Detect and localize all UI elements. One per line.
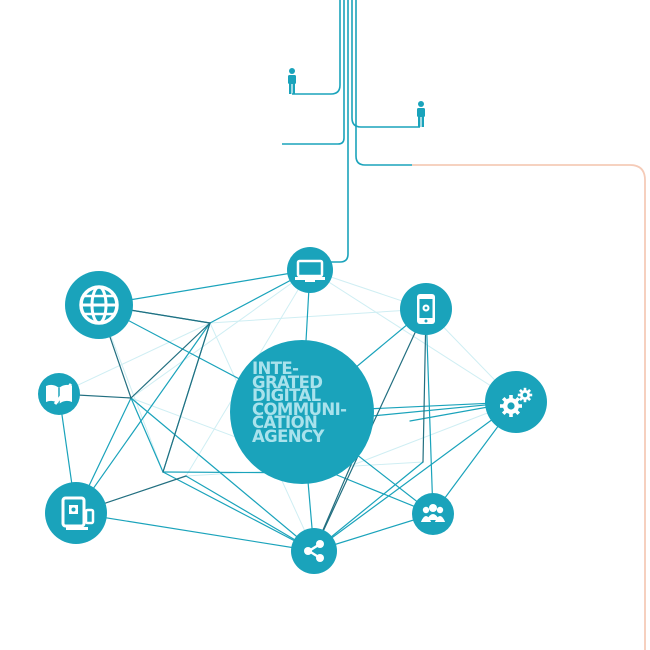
node-globe bbox=[65, 271, 133, 339]
connection-line bbox=[130, 269, 311, 399]
open-book-icon bbox=[46, 383, 73, 405]
center-label-line: AGENCY bbox=[252, 426, 324, 446]
globe-icon bbox=[79, 285, 119, 325]
people-figures bbox=[288, 68, 425, 127]
node-desktop bbox=[287, 247, 333, 293]
person-icon bbox=[417, 101, 425, 127]
network-nodes bbox=[38, 247, 547, 574]
mobile-settings-icon bbox=[417, 294, 435, 324]
connection-line bbox=[313, 461, 424, 552]
node-tablet bbox=[45, 482, 107, 544]
connection-line bbox=[313, 401, 517, 552]
node-book bbox=[38, 373, 80, 415]
desktop-computer-icon bbox=[295, 259, 325, 282]
connection-line bbox=[162, 471, 315, 552]
incoming-wire bbox=[330, 0, 349, 263]
incoming-wires bbox=[282, 0, 646, 650]
node-gears bbox=[485, 371, 547, 433]
person-icon bbox=[288, 68, 296, 94]
connection-line bbox=[58, 322, 211, 395]
connection-line bbox=[130, 397, 315, 552]
connection-line bbox=[425, 308, 434, 515]
connection-line bbox=[209, 308, 427, 324]
center-label-line: GRATED bbox=[252, 372, 323, 392]
node-share bbox=[291, 528, 337, 574]
node-people bbox=[412, 493, 454, 535]
incoming-wire bbox=[282, 0, 345, 145]
center-label: INTE- GRATED DIGITAL COMMUNI- CATION AGE… bbox=[252, 359, 362, 446]
center-label-line: COMMUNI- bbox=[252, 399, 347, 419]
connection-line bbox=[75, 322, 211, 514]
incoming-wire bbox=[355, 0, 412, 166]
share-icon bbox=[304, 540, 324, 562]
center-label-line: DIGITAL bbox=[252, 386, 321, 405]
center-hub bbox=[230, 340, 374, 484]
connection-line bbox=[185, 475, 315, 552]
accent-wire bbox=[412, 164, 646, 650]
node-mobile bbox=[400, 283, 452, 335]
tablet-devices-icon bbox=[61, 496, 95, 530]
connection-line bbox=[162, 322, 211, 473]
incoming-wire bbox=[292, 0, 341, 95]
connection-line bbox=[130, 397, 164, 473]
center-label-line: INTE- bbox=[252, 359, 299, 378]
center-label-line: CATION bbox=[252, 413, 318, 432]
connection-line bbox=[75, 512, 315, 552]
gears-icon bbox=[500, 387, 533, 417]
connection-line bbox=[98, 269, 311, 306]
people-group-icon bbox=[420, 504, 446, 522]
connection-line bbox=[130, 322, 211, 399]
incoming-wire bbox=[351, 0, 420, 128]
